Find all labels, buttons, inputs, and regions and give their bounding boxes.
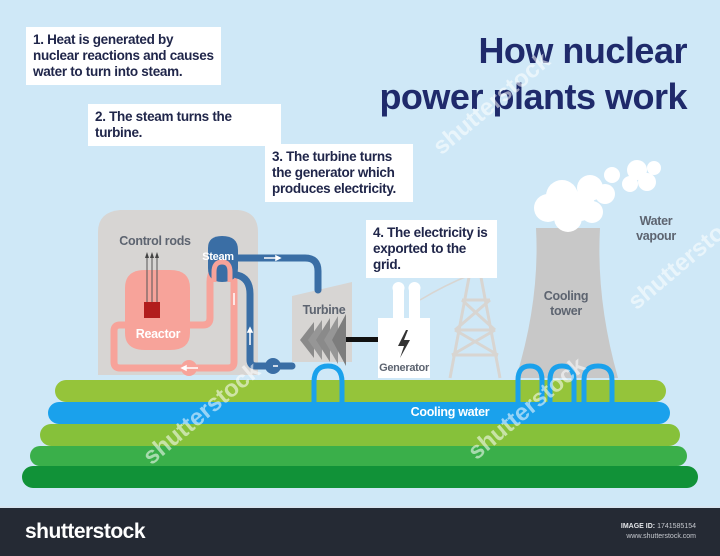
ground-layer-3 (30, 446, 687, 466)
steam-label: Steam (202, 251, 234, 263)
step-4-note: 4. The electricity is exported to the gr… (366, 220, 497, 278)
transmission-tower (419, 270, 502, 379)
plant-diagram (22, 160, 698, 488)
turbine-blades (300, 314, 346, 366)
step-3-note: 3. The turbine turns the generator which… (265, 144, 413, 202)
vapour-clouds (534, 160, 661, 232)
reactor-label: Reactor (135, 327, 181, 341)
water-vapour-label: Water vapour (628, 214, 684, 244)
reactor-core-icon (144, 302, 160, 318)
ground-layer-2 (40, 424, 680, 446)
water-vapour-label-line-2: vapour (636, 229, 676, 243)
footer-url[interactable]: www.shutterstock.com (626, 533, 696, 540)
primary-coolant-loop (110, 264, 238, 372)
secondary-steam-loop (226, 254, 322, 370)
water-vapour-label-line-1: Water (639, 214, 673, 228)
generator-label: Generator (379, 362, 429, 374)
step-1-note: 1. Heat is generated by nuclear reaction… (26, 27, 221, 85)
lightning-bolt-icon (398, 330, 410, 358)
turbine-label: Turbine (302, 303, 346, 317)
cooling-tower-label-line-2: tower (550, 304, 582, 318)
title-line-1: How nuclear (478, 30, 687, 71)
ground-layer-1 (55, 380, 666, 402)
infographic-canvas: How nuclear power plants work 1. Heat is… (22, 27, 720, 488)
cooling-tower-label-line-1: Cooling (543, 289, 589, 303)
turbine-shaft (346, 337, 380, 342)
cooling-tower-label: Cooling tower (536, 289, 596, 319)
shutterstock-logo[interactable]: shutterstock (25, 520, 146, 543)
image-id-block: IMAGE ID: 1741585154 www.shutterstock.co… (621, 522, 696, 542)
cooling-water-label: Cooling water (410, 405, 490, 419)
flow-arrows (180, 254, 285, 372)
title-line-2: power plants work (379, 76, 687, 117)
control-rods (146, 256, 158, 302)
cooling-loops (311, 363, 615, 404)
cooling-water-channel (48, 402, 670, 424)
image-id-label: IMAGE ID: (620, 523, 656, 530)
cooling-tower (516, 228, 618, 378)
image-id-value: 1741585154 (657, 523, 696, 530)
control-rods-label: Control rods (119, 234, 191, 248)
step-2-note: 2. The steam turns the turbine. (88, 104, 281, 146)
page-title: How nuclear power plants work (379, 28, 687, 120)
footer-bar: shutterstock IMAGE ID: 1741585154 www.sh… (0, 506, 720, 556)
ground-layer-4 (22, 466, 698, 488)
